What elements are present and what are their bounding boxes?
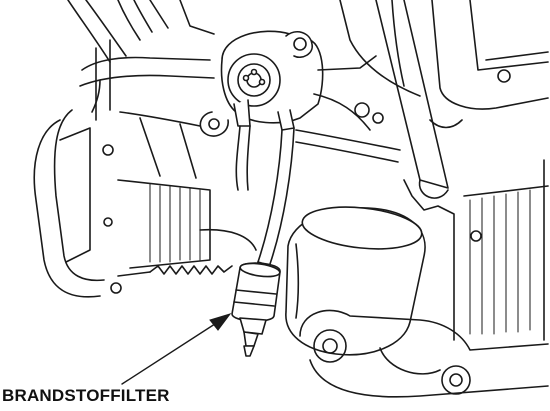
fuel-filter: [231, 261, 281, 357]
fuel-hoses: [235, 125, 401, 265]
upper-frame: [67, 0, 449, 199]
fuel-tank-housing: [339, 0, 549, 110]
fuel-pump: [199, 30, 384, 137]
zigzag-wire: [117, 265, 233, 277]
mounting-bracket: [299, 309, 549, 398]
blower-housing: [33, 79, 122, 298]
crankcase-right: [403, 119, 549, 341]
fuel-filter-label: BRANDSTOFFILTER: [2, 386, 170, 405]
callout-leader: [121, 313, 232, 385]
cooling-fins-left: [117, 111, 257, 269]
oil-filter: [285, 206, 426, 356]
